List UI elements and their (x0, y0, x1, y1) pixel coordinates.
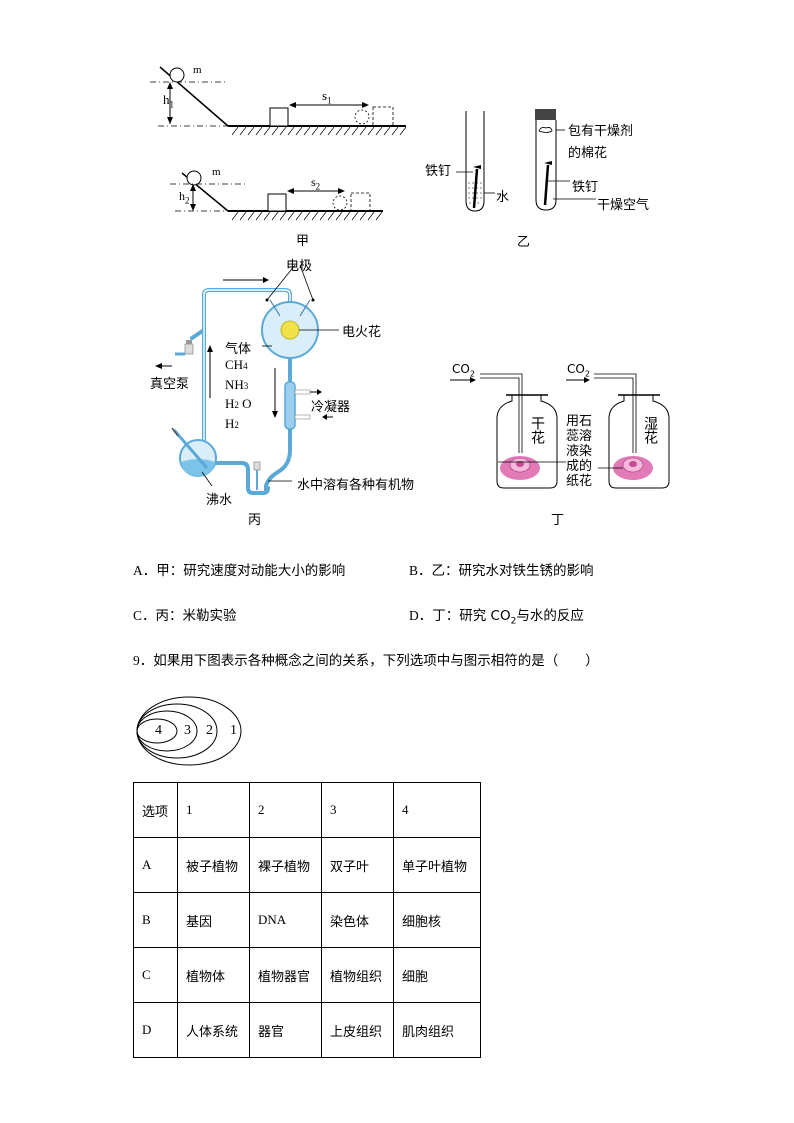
pump-valve (184, 343, 194, 355)
option-b[interactable]: B．乙：研究水对铁生锈的影响 (409, 563, 594, 579)
table-cell: 基因 (177, 892, 250, 948)
rust-test-tubes (456, 109, 596, 212)
ellipse-label-1: 1 (230, 723, 237, 738)
h2-label: h2 (179, 189, 190, 206)
s1-label: s1 (322, 88, 332, 106)
flower-right (613, 456, 653, 480)
table-cell: 裸子植物 (249, 837, 322, 893)
mass-label-1: m (193, 64, 202, 76)
gas-label: 气体 (225, 342, 252, 357)
table-cell: 染色体 (321, 892, 394, 948)
vacuum-pump-label: 真空泵 (150, 377, 190, 392)
caption-yi: 乙 (517, 235, 531, 250)
table-cell: 单子叶植物 (393, 837, 481, 893)
table-header: 选项 1 2 3 4 (133, 782, 481, 838)
caption-ding: 丁 (551, 513, 565, 528)
electrode-label: 电极 (286, 259, 313, 274)
nail-right (543, 164, 550, 206)
option-d[interactable]: D．丁：研究 CO2与水的反应 (409, 608, 584, 627)
header-cell: 4 (393, 782, 481, 838)
block-1 (269, 107, 289, 127)
litmus-flower-label: 用石 蕊溶 液染 成的 纸花 (566, 414, 593, 489)
condenser (284, 381, 296, 430)
table-cell: 人体系统 (177, 1002, 250, 1058)
flower-left (500, 456, 540, 480)
table-row: C 植物体 植物器官 植物组织 细胞 (133, 947, 481, 1003)
table-cell: 器官 (249, 1002, 322, 1058)
condenser-label: 冷凝器 (311, 400, 351, 415)
table-cell: DNA (249, 892, 322, 948)
spark-label: 电火花 (342, 325, 382, 340)
table-row: D 人体系统 器官 上皮组织 肌肉组织 (133, 1002, 481, 1058)
table-cell: 植物组织 (321, 947, 394, 1003)
header-cell: 3 (321, 782, 394, 838)
option-c[interactable]: C．丙：米勒实验 (133, 608, 237, 624)
water-label: 水 (496, 190, 510, 205)
block-2 (267, 193, 287, 212)
table-cell: A (133, 837, 178, 893)
table-cell: 双子叶 (321, 837, 394, 893)
table-cell: B (133, 892, 178, 948)
boiling-water-label: 沸水 (206, 493, 233, 508)
gas-ch4: CH4 (225, 357, 248, 372)
stopper (535, 109, 556, 120)
table-cell: D (133, 1002, 178, 1058)
kinetic-energy-diagram (150, 66, 407, 221)
dry-air-label: 干燥空气 (597, 198, 650, 213)
table-cell: 上皮组织 (321, 1002, 394, 1058)
dry-flower-label: 干花 (529, 416, 545, 444)
s2-label: s2 (311, 175, 321, 192)
table-cell: 肌肉组织 (393, 1002, 481, 1058)
gas-list: CH4 NH3 H2 O H2 (225, 356, 252, 434)
wet-flower-label: 湿花 (642, 416, 658, 444)
miller-apparatus (155, 264, 339, 495)
spark (280, 320, 300, 340)
nested-ellipses-diagram (136, 696, 242, 766)
caption-bing: 丙 (248, 513, 262, 528)
table-cell: 植物体 (177, 947, 250, 1003)
table-cell: 植物器官 (249, 947, 322, 1003)
options-table: 选项 1 2 3 4 A 被子植物 裸子植物 双子叶 单子叶植物 B 基因 DN… (133, 782, 481, 1058)
table-row: A 被子植物 裸子植物 双子叶 单子叶植物 (133, 837, 481, 893)
header-cell: 2 (249, 782, 322, 838)
table-cell: 细胞核 (393, 892, 481, 948)
co2-jars (450, 373, 670, 489)
co2-label-left: CO2 (452, 362, 475, 379)
ball-1 (169, 67, 185, 83)
mass-label-2: m (212, 166, 221, 178)
table-row: B 基因 DNA 染色体 细胞核 (133, 892, 481, 948)
gas-h2o: H2 O (225, 396, 252, 411)
co2-label-right: CO2 (567, 362, 590, 379)
table-cell: 细胞 (393, 947, 481, 1003)
organics-label: 水中溶有各种有机物 (297, 478, 415, 493)
ellipse-4 (136, 718, 178, 744)
h1-label: h1 (163, 92, 174, 110)
cotton-label-1: 包有干燥剂 (568, 124, 634, 139)
table-cell: C (133, 947, 178, 1003)
header-cell: 选项 (133, 782, 178, 838)
nail-left-label: 铁钉 (425, 164, 452, 179)
ellipse-label-2: 2 (206, 723, 213, 738)
gas-h2: H2 (225, 415, 239, 431)
question-9: 9．如果用下图表示各种概念之间的关系，下列选项中与图示相符的是（ ） (133, 653, 599, 669)
nail-right-label: 铁钉 (572, 180, 599, 195)
option-a[interactable]: A．甲：研究速度对动能大小的影响 (133, 563, 346, 579)
table-cell: 被子植物 (177, 837, 250, 893)
cotton-label-2: 的棉花 (568, 146, 608, 161)
ball-2 (186, 170, 202, 186)
cotton (538, 127, 553, 133)
ellipse-label-4: 4 (155, 723, 162, 738)
caption-jia: 甲 (296, 234, 310, 249)
nail-left (472, 168, 479, 209)
header-cell: 1 (177, 782, 250, 838)
gas-nh3: NH3 (225, 376, 249, 392)
ellipse-label-3: 3 (184, 723, 191, 738)
